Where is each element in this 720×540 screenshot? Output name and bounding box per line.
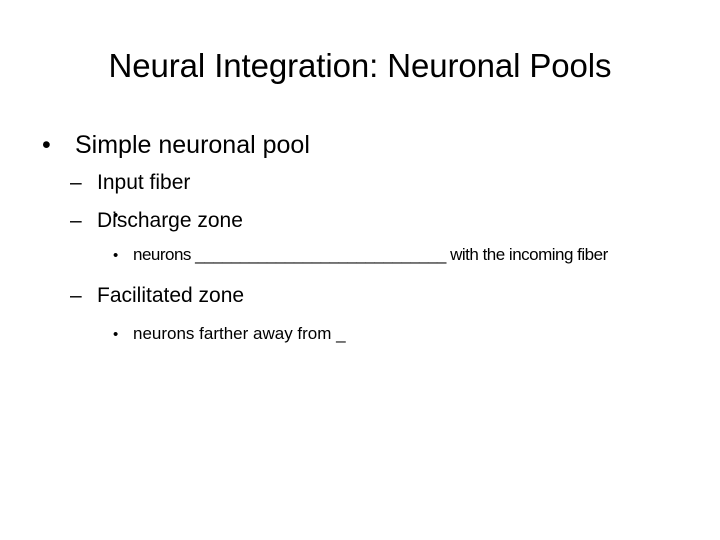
bullet-dash-icon: – — [70, 209, 82, 232]
outline-item-label: Simple neuronal pool — [75, 131, 310, 159]
outline-item-facilitated-zone-detail: • neurons farther away from _ — [0, 321, 720, 346]
slide-title: Neural Integration: Neuronal Pools — [108, 47, 612, 84]
outline-item-label: neurons farther away from _ — [133, 324, 346, 343]
bullet-dot-icon: • — [113, 207, 119, 224]
outline-item-label: Input fiber — [97, 171, 191, 194]
outline-item-input-fiber: – Input fiber — [0, 168, 720, 198]
bullet-dot-icon: • — [42, 131, 51, 159]
bullet-dot-icon: • — [113, 247, 119, 264]
spacer — [0, 269, 720, 281]
outline-item-label: Discharge zone — [97, 209, 243, 232]
outline-item-discharge-zone: – Discharge zone — [0, 206, 720, 236]
outline-item-label: neurons ____________________________ wit… — [133, 245, 608, 264]
bullet-dot-icon: • — [113, 326, 119, 343]
bullet-dash-icon: – — [70, 284, 82, 307]
outline-item-simple-neuronal-pool: • Simple neuronal pool — [0, 128, 720, 162]
outline-item-discharge-zone-detail: • neurons ____________________________ w… — [0, 242, 720, 267]
outline-item-label: Facilitated zone — [97, 284, 245, 307]
slide-body-outline: • Simple neuronal pool – Input fiber • –… — [0, 128, 720, 348]
outline-item-facilitated-zone: – Facilitated zone — [0, 281, 720, 311]
bullet-dash-icon: – — [70, 171, 82, 194]
